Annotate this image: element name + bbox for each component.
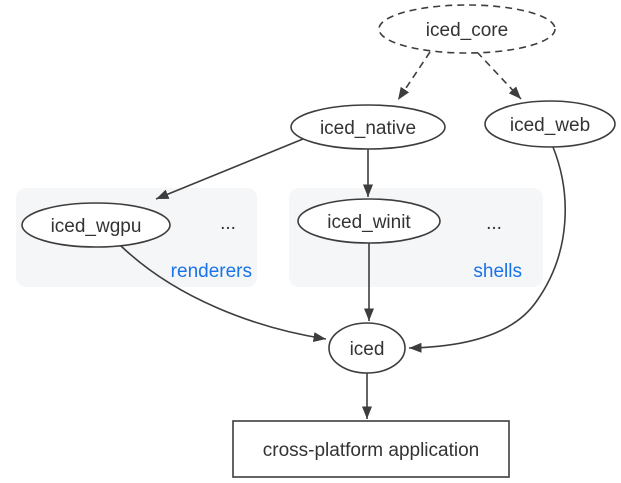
node-iced: iced <box>328 322 406 374</box>
node-iced-shape <box>328 322 406 374</box>
edge-core-to-native <box>397 51 431 101</box>
node-iced-web-shape <box>484 100 616 148</box>
group-shells-ellipsis: ... <box>486 213 502 234</box>
node-iced-web: iced_web <box>484 100 616 148</box>
node-iced-core-label: iced_core <box>426 20 508 41</box>
node-cross-platform-application-shape <box>232 420 510 478</box>
edge-wgpu-to-iced <box>119 244 327 343</box>
group-renderers-ellipsis: ... <box>220 213 236 234</box>
node-iced-native: iced_native <box>290 104 446 150</box>
node-iced-web-label: iced_web <box>510 115 590 136</box>
node-iced-native-label: iced_native <box>320 118 416 139</box>
node-iced-winit-label: iced_winit <box>327 212 411 233</box>
edge-native-to-wgpu <box>155 138 304 200</box>
node-cross-platform-application: cross-platform application <box>232 420 510 478</box>
node-iced-wgpu: iced_wgpu <box>21 202 171 248</box>
group-renderers-label: renderers <box>171 261 252 282</box>
edge-web-to-iced <box>408 146 567 353</box>
node-iced-core: iced_core <box>378 4 556 54</box>
edge-core-to-web <box>476 51 522 100</box>
node-iced-label: iced <box>350 339 385 360</box>
node-iced-native-shape <box>290 104 446 150</box>
group-shells-label: shells <box>473 261 522 282</box>
node-iced-wgpu-shape <box>21 202 171 248</box>
node-iced-core-shape <box>378 4 556 54</box>
node-cross-platform-application-label: cross-platform application <box>263 440 479 461</box>
node-iced-winit-shape <box>297 198 441 244</box>
node-iced-winit: iced_winit <box>297 198 441 244</box>
node-iced-wgpu-label: iced_wgpu <box>51 216 142 237</box>
